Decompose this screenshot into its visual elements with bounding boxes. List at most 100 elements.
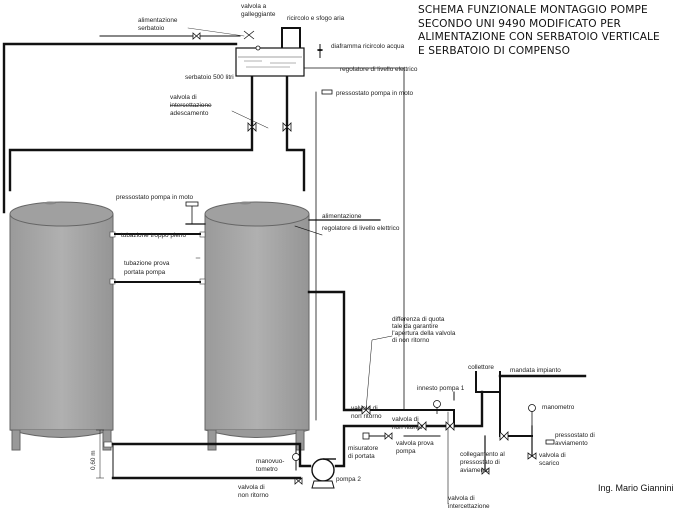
label-differenza-2: tale da garantire: [392, 323, 439, 330]
left-tank-leg-1: [11, 429, 21, 451]
label-diaframma: diaframma ricircolo acqua: [331, 43, 405, 50]
label-valvola-a: valvola a: [241, 3, 267, 10]
left-storage-tank: [9, 201, 116, 451]
left-tank-vent: [44, 201, 56, 205]
right-tank-leg-1: [207, 429, 217, 451]
label-alimentazione-right: alimentazione: [322, 213, 362, 220]
float-valve-icon: [255, 45, 261, 51]
label-quota: 0,60 m: [90, 450, 97, 470]
label-serbatoio-500: serbatoio 500 litri: [185, 74, 234, 81]
feed-valve-icon: [192, 32, 201, 40]
right-storage-tank: [199, 201, 310, 451]
to-collector: [452, 390, 484, 428]
suction-line-upper: [111, 442, 312, 468]
label-alimentazione: alimentazione: [138, 17, 178, 24]
right-tank-outflow: [307, 290, 366, 412]
interc-valve-right-icon: [282, 122, 292, 132]
label-pressostato-avv-1: pressostato di: [555, 432, 595, 439]
drain-valve-icon: [527, 452, 537, 460]
check-valve-2-icon: [417, 421, 427, 431]
pump-discharge: [334, 424, 456, 468]
top-left-pipe: [2, 42, 238, 214]
avviamento-pressure-switch-icon: [545, 439, 555, 445]
diagram-title: SCHEMA FUNZIONALE MONTAGGIO POMPE SECOND…: [418, 4, 698, 58]
label-collegamento-3: aviamento: [460, 467, 490, 474]
label-collegamento-1: collegamento al: [460, 451, 505, 458]
label-adescamento: adescamento: [170, 110, 209, 117]
label-valvola-di: valvola di: [170, 94, 197, 101]
vent-loop: [281, 27, 301, 53]
title-line-1: SCHEMA FUNZIONALE MONTAGGIO POMPE: [418, 4, 648, 16]
manometer-valve-icon: [499, 431, 509, 441]
label-manometro: manometro: [542, 404, 575, 411]
label-valvola-nr-bottom-2: non ritorno: [238, 492, 269, 499]
label-interc-bottom-1: valvola di: [448, 495, 475, 502]
pump1-discharge: [369, 409, 455, 427]
interc-valve-left-icon: [247, 122, 257, 132]
label-innesto: innesto pompa 1: [417, 385, 465, 392]
label-ricircolo: ricircolo e sfogo aria: [287, 15, 345, 22]
pressure-switches: [185, 89, 555, 445]
label-differenza-1: differenza di quota: [392, 316, 445, 323]
label-regolatore-top: regolatore di livello elettrico: [340, 66, 418, 73]
piping: [2, 27, 587, 505]
right-tank-body: [204, 213, 310, 431]
interc-valve-bottom-icon: [445, 421, 455, 431]
label-differenza-4: di non ritorno: [392, 337, 430, 344]
label-collettore: collettore: [468, 364, 494, 371]
right-tank-top: [204, 201, 310, 227]
compensation-tank-body: [235, 47, 305, 77]
label-differenza-3: l'apertura della valvola: [392, 330, 456, 337]
label-regolatore-right: regolatore di livello elettrico: [322, 225, 400, 232]
label-pressostato-avv-2: avviamento: [555, 440, 588, 447]
small-tank-drain-left: [8, 72, 254, 192]
test-valve-icon: [384, 432, 393, 440]
author-credit: Ing. Mario Giannini: [598, 483, 674, 493]
manometer-branch: [499, 391, 533, 437]
compensation-tank: [235, 30, 323, 77]
label-valvola-scarico-2: scarico: [539, 460, 560, 467]
label-interc-bottom-2: intercettazione: [448, 503, 490, 510]
label-valvola-prova-pompa: pompa: [396, 448, 416, 455]
float-valve-symbol: [243, 30, 255, 40]
pump1-manometer-icon: [433, 400, 441, 408]
vacuum-gauge-icon: [292, 453, 300, 461]
check-valve-bottom-icon: [294, 477, 303, 485]
label-manovuo: manovuo-: [256, 458, 284, 465]
label-intercettazione: intercettazione: [170, 102, 212, 109]
left-tank-leg-2: [102, 429, 112, 451]
labels: alimentazione serbatoio valvola a galleg…: [90, 3, 595, 510]
left-tank-top: [9, 201, 114, 227]
flow-meter-icon: [362, 432, 370, 440]
right-tank-vent: [239, 201, 251, 205]
label-valvola-scarico-1: valvola di: [539, 452, 566, 459]
gauges: [292, 400, 536, 461]
left-pressure-switch-icon: [185, 201, 199, 207]
small-tank-drain-right: [285, 72, 306, 192]
check-valve-1-icon: [361, 405, 371, 415]
collector-outline: [475, 371, 501, 393]
label-tometro: tometro: [256, 466, 278, 473]
title-line-4: E SERBATOIO DI COMPENSO: [418, 44, 571, 57]
label-mandata: mandata impianto: [510, 367, 561, 374]
label-pressostato-top: pressostato pompa in moto: [336, 90, 414, 97]
label-tubazione-prova: tubazione prova: [124, 260, 170, 267]
label-galleggiante: galleggiante: [241, 11, 276, 18]
label-portata-pompa: portata pompa: [124, 269, 166, 276]
right-tank-bottom: [204, 429, 310, 438]
diff-quota-pointer: [365, 335, 393, 411]
label-pompa-2: pompa 2: [336, 476, 361, 483]
interc-leader: [231, 110, 269, 129]
label-valvola-nr-1a: valvola di: [351, 405, 378, 412]
label-valvola-nr-1b: non ritorno: [351, 413, 382, 420]
left-tank-nozzle-bottom: [103, 441, 113, 448]
pressostato-valve-icon: [481, 467, 490, 475]
label-valvola-nr-2a: valvola di: [392, 416, 419, 423]
label-pressostato-left: pressostato pompa in moto: [116, 194, 194, 201]
label-collegamento-2: pressostato di: [460, 459, 500, 466]
valves: [192, 32, 537, 485]
label-valvola-prova: valvola prova: [396, 440, 434, 447]
label-serbatoio: serbatoio: [138, 25, 165, 32]
